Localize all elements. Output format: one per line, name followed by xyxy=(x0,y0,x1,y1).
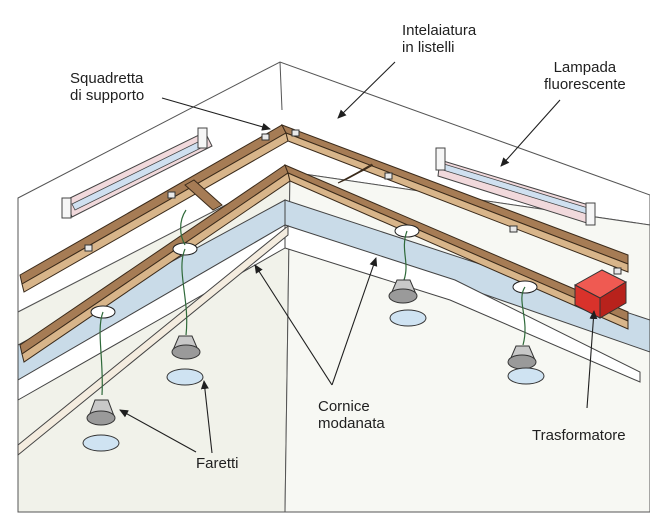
label-lampada: Lampada fluorescente xyxy=(544,59,626,93)
label-trasformatore: Trasformatore xyxy=(532,427,626,444)
label-lampada-line2: fluorescente xyxy=(544,76,626,93)
leader-lines xyxy=(119,61,598,454)
label-trasformatore-line1: Trasformatore xyxy=(532,427,626,444)
fluorescent-lamp-icon xyxy=(61,127,213,219)
support-bracket-icon xyxy=(84,129,622,275)
spotlight-icon xyxy=(507,345,545,385)
spotlight-icon xyxy=(388,279,427,327)
label-squadretta-line2: di supporto xyxy=(70,87,145,104)
label-faretti-line1: Faretti xyxy=(196,455,239,472)
label-cornice-line2: modanata xyxy=(318,415,385,432)
label-squadretta-line1: Squadretta xyxy=(70,70,144,87)
label-cornice-line1: Cornice xyxy=(318,398,370,415)
label-squadretta: Squadretta di supporto xyxy=(70,70,144,104)
spotlight-icon xyxy=(82,399,120,452)
label-intelaiatura-line2: in listelli xyxy=(402,39,455,56)
label-intelaiatura-line1: Intelaiatura xyxy=(402,22,477,39)
wooden-frame xyxy=(19,124,629,363)
label-cornice: Cornice modanata xyxy=(318,398,385,432)
spotlight-icon xyxy=(166,335,204,386)
label-lampada-line1: Lampada xyxy=(553,59,617,76)
label-intelaiatura: Intelaiatura in listelli xyxy=(402,22,476,56)
fluorescent-lamp-icon xyxy=(435,147,596,226)
transformer-icon xyxy=(573,269,628,319)
label-faretti: Faretti xyxy=(196,455,239,472)
